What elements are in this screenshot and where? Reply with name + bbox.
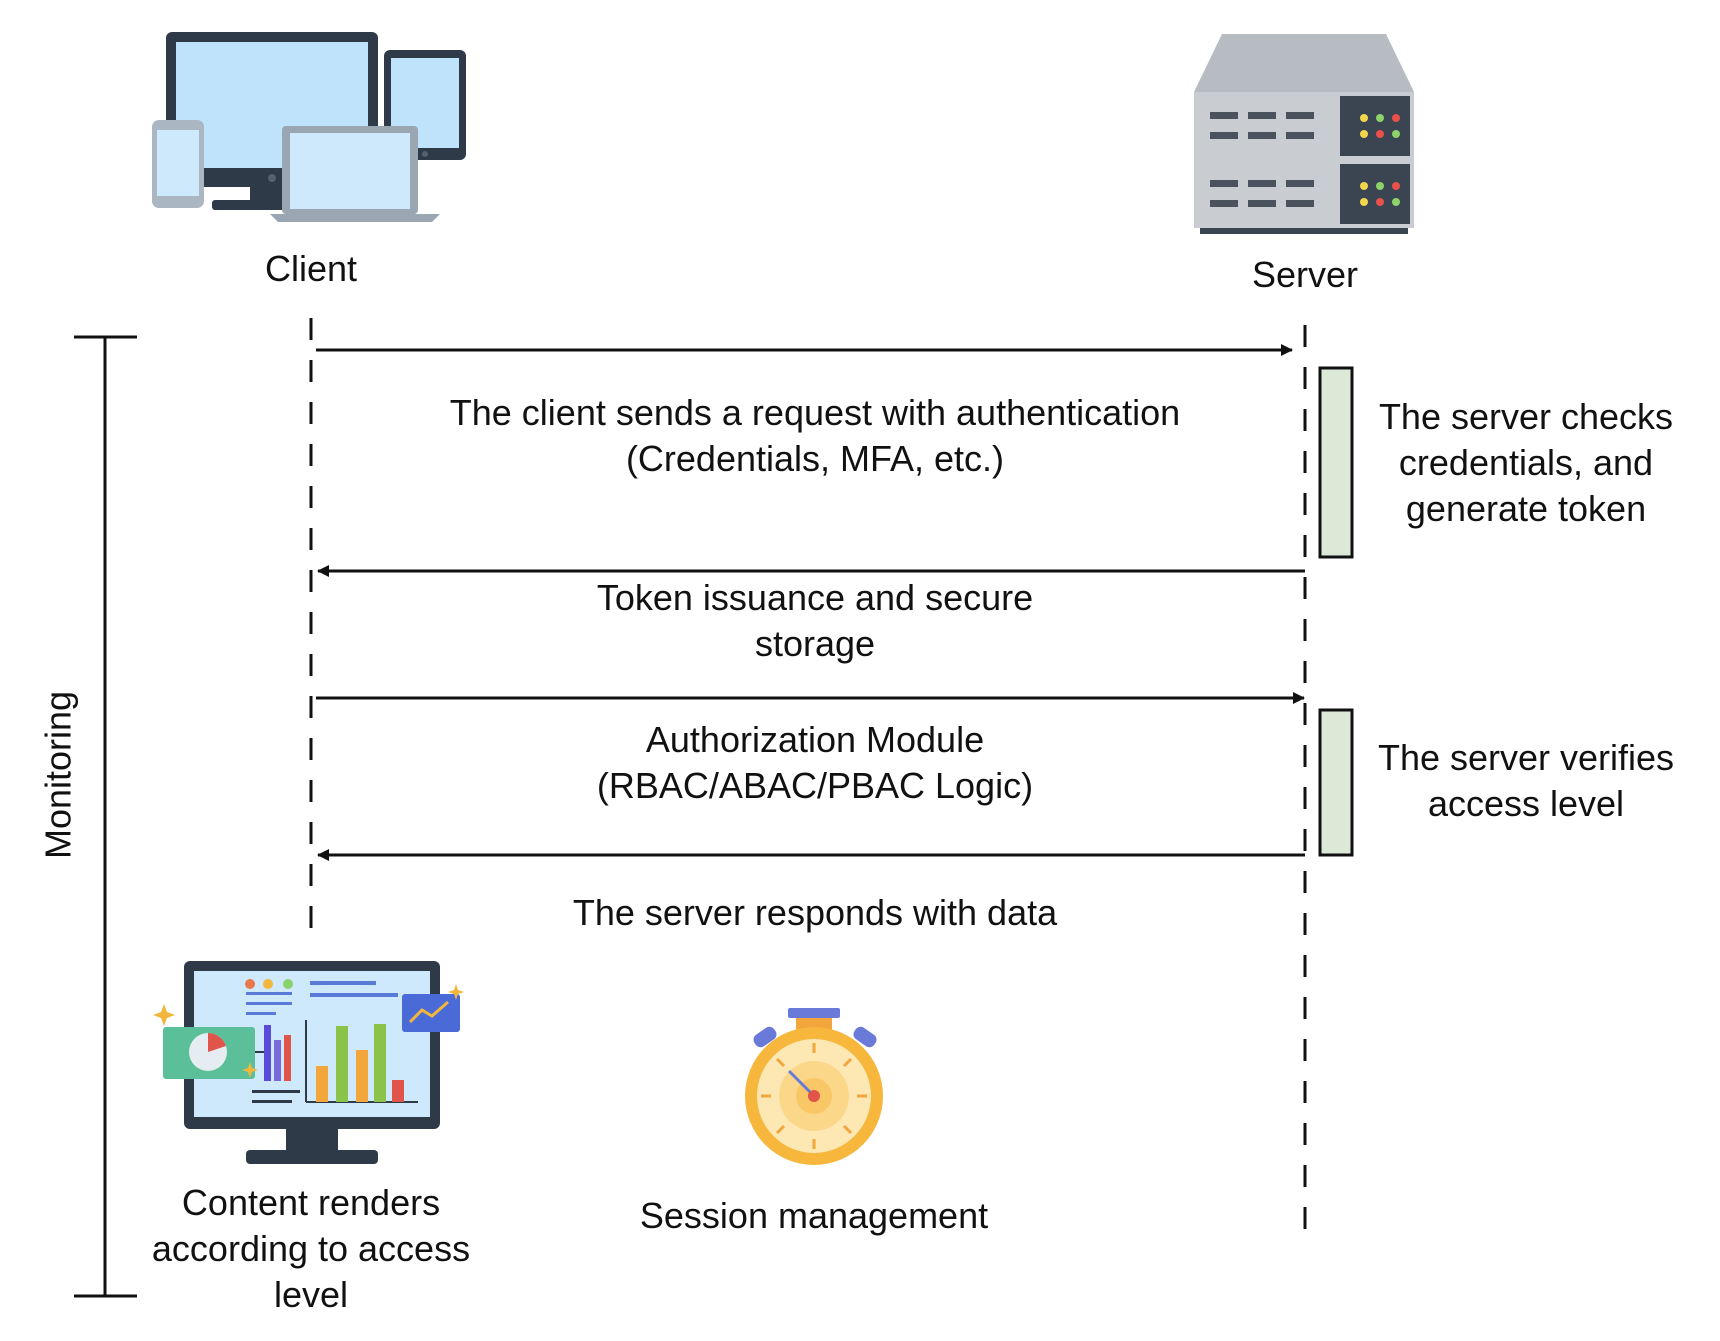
message-label-3-line1: Authorization Module (645, 719, 985, 760)
activation-note-1-line2: credentials, and (1398, 442, 1654, 483)
activation-note-1-line1: The server checks (1378, 396, 1674, 437)
content-render-line2: according to access (151, 1228, 471, 1269)
session-management-label: Session management (639, 1195, 989, 1236)
message-label-2-line2: storage (754, 623, 876, 664)
message-label-1-line2: (Credentials, MFA, etc.) (625, 438, 1005, 479)
monitoring-bracket (74, 335, 137, 1298)
message-label-2: Token issuance and secure storage (500, 575, 1130, 667)
message-label-3-line2: (RBAC/ABAC/PBAC Logic) (596, 765, 1034, 806)
content-render-line3: level (273, 1274, 349, 1315)
message-label-3: Authorization Module (RBAC/ABAC/PBAC Log… (500, 717, 1130, 809)
dashboard-monitor-icon (153, 961, 464, 1164)
client-label: Client (264, 248, 358, 289)
message-label-4-line1: The server responds with data (572, 892, 1058, 933)
server-label: Server (1251, 254, 1359, 295)
client-devices-icon (152, 32, 466, 222)
activation-note-1: The server checks credentials, and gener… (1362, 394, 1690, 532)
content-render-label: Content renders according to access leve… (131, 1180, 491, 1318)
message-label-2-line1: Token issuance and secure (596, 577, 1034, 618)
monitoring-label: Monitoring (38, 691, 79, 859)
server-rack-icon (1194, 34, 1414, 234)
activation-note-1-line3: generate token (1405, 488, 1647, 529)
message-label-4: The server responds with data (500, 890, 1130, 936)
activation-box-2 (1318, 708, 1354, 857)
activation-note-2-line1: The server verifies (1377, 737, 1675, 778)
content-render-line1: Content renders (181, 1182, 441, 1223)
activation-note-2-line2: access level (1427, 783, 1625, 824)
message-label-1: The client sends a request with authenti… (400, 390, 1230, 482)
message-label-1-line1: The client sends a request with authenti… (449, 392, 1181, 433)
activation-box-1 (1318, 366, 1354, 559)
stopwatch-icon (745, 1008, 883, 1165)
activation-note-2: The server verifies access level (1362, 735, 1690, 827)
